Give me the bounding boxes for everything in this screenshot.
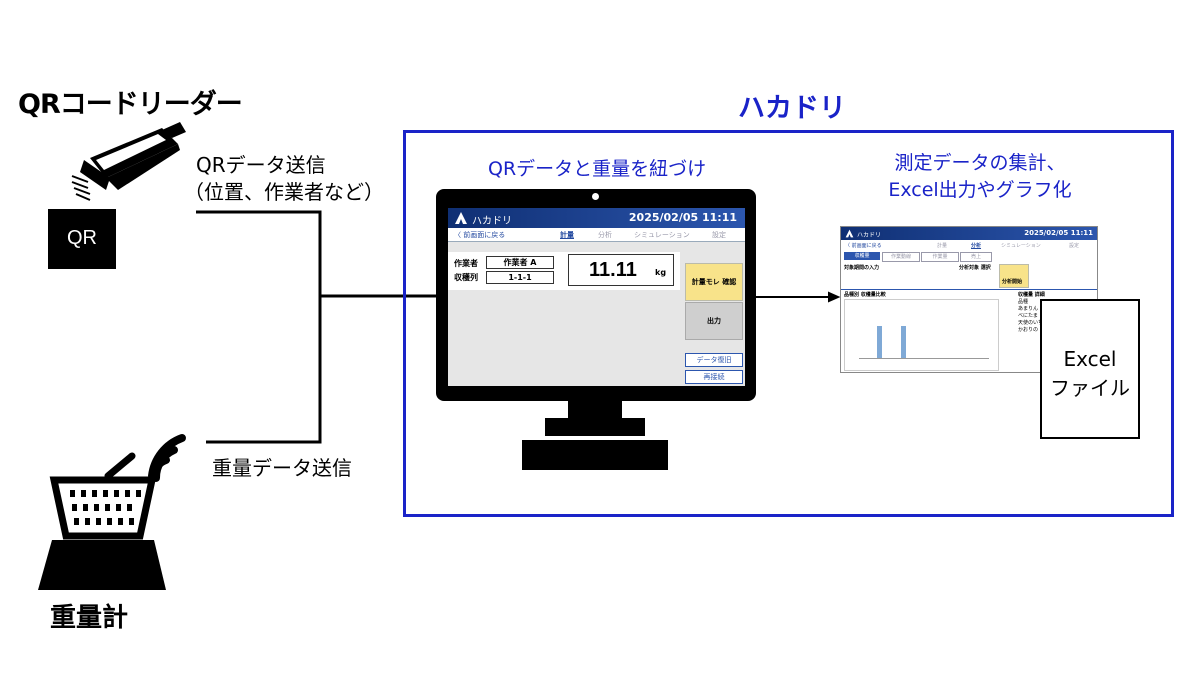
- dash-bar: [877, 326, 882, 358]
- dash-divider: [841, 289, 1097, 290]
- qr-send-line1: QRデータ送信: [196, 153, 326, 177]
- restore-data-button[interactable]: データ復旧: [685, 353, 743, 367]
- app-body: 作業者 作業者 A 収穫列 1-1-1 11.11 kg 計量モレ 確認 出力 …: [448, 242, 745, 386]
- dash-period-label: 対象期間の入力: [844, 265, 880, 271]
- dash-subtab-harvest[interactable]: 収穫量: [844, 252, 880, 260]
- qr-reader-title: QRコードリーダー: [18, 89, 243, 120]
- dash-detail-list: 品種 あまりん べにたま 天使のいち かおりの: [1018, 299, 1088, 334]
- qr-send-line2: （位置、作業者など）: [184, 180, 384, 204]
- excel-file-label: Excel ファイル: [1040, 345, 1140, 403]
- weight-unit: kg: [655, 268, 667, 277]
- aggregate-caption-line2: Excel出力やグラフ化: [888, 179, 1072, 201]
- row-label: 収穫列: [454, 273, 478, 282]
- dash-header: ハカドリ 2025/02/05 11:11: [841, 227, 1097, 240]
- back-link[interactable]: 〈 前画面に戻る: [454, 231, 506, 239]
- tab-settings[interactable]: 設定: [712, 231, 726, 239]
- aggregate-caption-line1: 測定データの集計、: [894, 152, 1066, 174]
- dash-app-name: ハカドリ: [857, 232, 882, 239]
- dash-analyze-button[interactable]: 分析開始: [999, 264, 1029, 288]
- monitor-camera: [592, 193, 599, 200]
- dash-chart-panel: [844, 299, 999, 371]
- dash-datetime: 2025/02/05 11:11: [1024, 229, 1093, 237]
- worker-field[interactable]: 作業者 A: [486, 256, 554, 269]
- dash-analyze-label: 分析開始: [1002, 279, 1023, 285]
- worker-label: 作業者: [454, 259, 478, 268]
- dash-detail-row: かおりの: [1018, 327, 1039, 333]
- app-name: ハカドリ: [472, 216, 512, 227]
- tab-analysis[interactable]: 分析: [598, 231, 612, 239]
- dash-tab-settings[interactable]: 設定: [1069, 243, 1080, 249]
- dash-tab-simulation[interactable]: シミュレーション: [1001, 243, 1041, 249]
- dash-detail-row: 品種: [1018, 299, 1029, 305]
- dash-detail-title: 収穫量 詳細: [1018, 292, 1045, 298]
- scale-title: 重量計: [50, 603, 129, 633]
- dash-logo-icon: [845, 229, 854, 238]
- wireless-signal-icon: [148, 434, 186, 482]
- dash-detail-row: 天使のいち: [1018, 320, 1044, 326]
- app-nav: 〈 前画面に戻る 計量 分析 シミュレーション 設定: [448, 228, 745, 242]
- dash-chart-baseline: [859, 358, 989, 359]
- dash-tab-analysis[interactable]: 分析: [971, 243, 982, 249]
- weight-send-caption: 重量データ送信: [212, 456, 352, 480]
- qr-code-box: [48, 209, 116, 269]
- monitor-base: [545, 418, 645, 436]
- weighing-app-screen: ハカドリ 2025/02/05 11:11 〈 前画面に戻る 計量 分析 シミュ…: [448, 208, 745, 386]
- check-missing-button[interactable]: 計量モレ 確認: [685, 263, 743, 301]
- dash-back-link[interactable]: 〈 前画面に戻る: [845, 243, 882, 249]
- aggregate-caption: 測定データの集計、 Excel出力やグラフ化: [870, 150, 1090, 204]
- tab-simulation[interactable]: シミュレーション: [634, 231, 690, 239]
- dash-detail-row: べにたま: [1018, 313, 1038, 319]
- weight-value: 11.11: [589, 259, 637, 281]
- dash-subtab-sales[interactable]: 売上: [960, 252, 992, 262]
- hakadori-frame: [403, 130, 1174, 517]
- dash-subtab-route[interactable]: 作業動線: [882, 252, 920, 262]
- reconnect-button[interactable]: 再接続: [685, 370, 743, 384]
- dash-nav: 〈 前画面に戻る 計量 分析 シミュレーション 設定: [841, 240, 1097, 250]
- dash-chart-title: 品種別 収穫量比較: [844, 292, 886, 298]
- dash-subtab-workload[interactable]: 作業量: [921, 252, 959, 262]
- hakadori-logo-icon: [455, 212, 467, 224]
- dash-detail-row: あまりん: [1018, 306, 1039, 312]
- qr-code-label: QR: [67, 227, 97, 249]
- dash-bar: [901, 326, 906, 358]
- app-datetime: 2025/02/05 11:11: [628, 211, 737, 224]
- excel-label-line2: ファイル: [1050, 376, 1130, 400]
- qr-send-caption: QRデータ送信 （位置、作業者など）: [184, 152, 384, 206]
- tab-weighing[interactable]: 計量: [560, 231, 574, 239]
- app-header: ハカドリ 2025/02/05 11:11: [448, 208, 745, 228]
- excel-label-line1: Excel: [1063, 347, 1117, 371]
- dash-tab-weighing[interactable]: 計量: [937, 243, 948, 249]
- excel-file-box: [1040, 299, 1140, 439]
- qr-scanner-icon: [71, 122, 186, 201]
- dash-target-label: 分析対象 選択: [959, 265, 991, 271]
- output-button[interactable]: 出力: [685, 302, 743, 340]
- link-caption: QRデータと重量を紐づけ: [488, 158, 707, 180]
- monitor-foot: [522, 440, 668, 470]
- scale-basket-icon: [38, 452, 166, 590]
- hakadori-title: ハカドリ: [738, 93, 846, 124]
- weight-display: 11.11 kg: [568, 254, 674, 286]
- row-field[interactable]: 1-1-1: [486, 271, 554, 284]
